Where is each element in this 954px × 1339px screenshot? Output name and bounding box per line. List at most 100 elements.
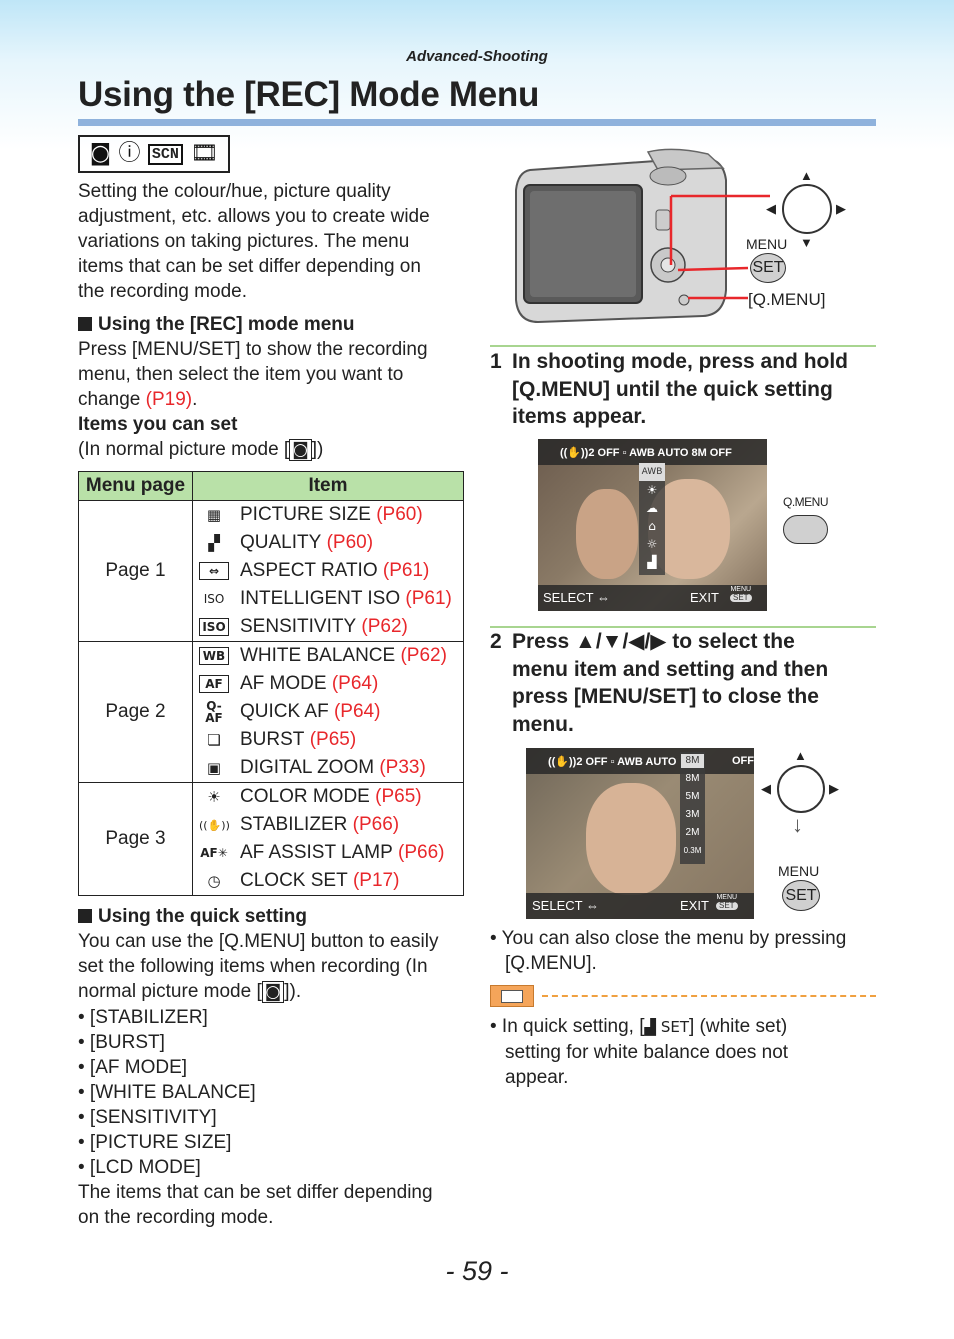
menu-item: AF✳AF ASSIST LAMP (P66) xyxy=(200,842,445,863)
menu-item: ▞QUALITY (P60) xyxy=(193,529,463,557)
intelligent-auto-icon: ⓘ xyxy=(118,141,141,166)
menu-item: ❏BURST (P65) xyxy=(193,726,463,754)
sensitivity-icon: ISO xyxy=(199,618,229,636)
picture-size-options: 8M 8M 5M 3M 2M 0.3M xyxy=(680,752,705,864)
clock-icon: ◷ xyxy=(207,871,221,890)
table-row: Page 3 ☀COLOR MODE (P65) ((✋))STABILIZER… xyxy=(78,782,464,896)
step-divider xyxy=(490,345,876,347)
camera-drawing xyxy=(515,148,770,324)
list-item: • [AF MODE] xyxy=(78,1057,188,1078)
screen-status-bar: ((✋))2 OFF ▫ AWB AUTO xyxy=(526,748,754,774)
list-item: • [SENSITIVITY] xyxy=(78,1107,217,1128)
exit-label: EXIT xyxy=(690,590,719,605)
qmenu-button-icon xyxy=(783,515,828,544)
step-text: menu. xyxy=(512,712,574,736)
white-balance-icon: WB xyxy=(199,647,229,665)
stabilizer-icon: ((✋)) xyxy=(199,818,230,832)
size-option: 0.3M xyxy=(683,846,702,855)
quick-af-icon: Q-AF xyxy=(205,699,223,725)
menu-item: ◷CLOCK SET (P17) xyxy=(193,867,463,895)
arrow-down-icon: ↓ xyxy=(792,812,803,837)
wb-custom-icon: ▟ xyxy=(647,555,657,569)
square-bullet-icon xyxy=(78,317,92,331)
wb-sun-icon: ☀ xyxy=(646,483,658,497)
quick-setting-heading: Using the quick setting xyxy=(78,904,470,929)
dpad-icon xyxy=(777,765,825,813)
note-text: • You can also close the menu by pressin… xyxy=(490,928,847,949)
step-text: Press ▲/▼/◀/▶ to select the xyxy=(512,630,795,653)
af-mode-icon: AF xyxy=(199,675,229,693)
step-text: items appear. xyxy=(512,405,647,428)
table-row: Page 1 ▦PICTURE SIZE (P60) ▞QUALITY (P60… xyxy=(78,500,464,642)
aspect-ratio-icon: ⇔ xyxy=(199,562,229,580)
burst-icon: ❏ xyxy=(207,730,221,749)
note-text: • In quick setting, [▟ SET] (white set) xyxy=(490,1016,788,1037)
white-set-note: • In quick setting, [▟ SET] (white set) … xyxy=(490,1014,882,1090)
arrow-up-icon: ▲ xyxy=(800,168,813,183)
mode-icons: ◙ ⓘ SCN 🎞︎ xyxy=(78,135,230,173)
intro-line: Setting the colour/hue, picture quality xyxy=(78,181,391,202)
camera-icon: ◙ xyxy=(289,439,312,461)
page-title: Using the [REC] Mode Menu xyxy=(78,75,540,114)
list-item: • [PICTURE SIZE] xyxy=(78,1132,232,1153)
rec-menu-text: menu, then select the item you want to xyxy=(78,364,404,385)
rec-menu-heading: Using the [REC] mode menu xyxy=(78,312,468,337)
wb-bulb-icon: ☼ xyxy=(646,537,658,551)
quick-text: on the recording mode. xyxy=(78,1207,274,1228)
note-text: [Q.MENU]. xyxy=(505,953,597,974)
title-rule xyxy=(78,119,876,126)
qmenu-label: [Q.MENU] xyxy=(748,290,826,309)
menu-item: ☀COLOR MODE (P65) xyxy=(193,783,463,811)
size-option: 3M xyxy=(685,809,700,820)
rec-menu-text: Press [MENU/SET] to show the recording xyxy=(78,339,428,360)
intro-line: adjustment, etc. allows you to create wi… xyxy=(78,206,430,227)
movie-icon: 🎞︎ xyxy=(190,141,219,166)
size-option: 8M xyxy=(685,773,700,784)
picture-size-icon: ▦ xyxy=(206,505,222,524)
step-text: In shooting mode, press and hold xyxy=(512,350,849,373)
quick-text: normal picture mode [◙]). xyxy=(78,981,302,1003)
page-number: - 59 - xyxy=(445,1256,509,1286)
quick-menu-screen: ((✋))2 OFF ▫ AWB AUTO 8M OFF AWB ☀ ☁ ⌂ ☼… xyxy=(538,439,767,611)
camera-icon: ◙ xyxy=(89,141,112,166)
arrow-left-icon: ◀ xyxy=(761,781,771,796)
exit-label: EXIT xyxy=(680,898,709,913)
dpad-icon xyxy=(782,184,832,234)
screen-bottom-bar xyxy=(538,585,767,611)
white-set-icon: ▟ SET xyxy=(644,1018,689,1036)
size-option: 5M xyxy=(685,791,700,802)
step-text: menu item and setting and then xyxy=(512,657,829,681)
list-item: • [LCD MODE] xyxy=(78,1157,201,1178)
camera-illustration: ▲ ▼ ◀ ▶ MENU SET [Q.MENU] xyxy=(508,140,878,340)
menu-item: ⇔ASPECT RATIO (P61) xyxy=(193,557,463,585)
wb-shade-icon: ⌂ xyxy=(648,519,656,533)
qmenu-button-label: Q.MENU xyxy=(783,495,829,509)
arrow-left-icon: ◀ xyxy=(766,201,776,216)
set-button-icon: SET xyxy=(750,253,786,283)
list-item: • [STABILIZER] xyxy=(78,1007,208,1028)
step-2: 2 Press ▲/▼/◀/▶ to select the menu item … xyxy=(490,628,882,738)
portrait-face xyxy=(586,783,676,895)
rec-menu-text: change (P19). xyxy=(78,389,198,410)
quick-setting-section: Using the quick setting You can use the … xyxy=(78,904,470,1230)
column-header: Menu page xyxy=(78,471,193,501)
select-label: SELECT ⇔ xyxy=(543,590,610,605)
step-divider xyxy=(490,626,876,628)
wb-awb-icon: AWB xyxy=(639,463,665,481)
page-label: Page 3 xyxy=(78,782,193,896)
intro-paragraph: Setting the colour/hue, picture quality … xyxy=(78,179,468,304)
rec-menu-section: Using the [REC] mode menu Press [MENU/SE… xyxy=(78,312,468,463)
digital-zoom-icon: ▣ xyxy=(206,758,222,777)
menu-item: ((✋))STABILIZER (P66) xyxy=(199,814,400,835)
size-off-label: OFF xyxy=(732,755,754,767)
camera-icon: ◙ xyxy=(261,981,285,1003)
note-book-icon xyxy=(490,985,534,1007)
intro-line: items that can be set differ depending o… xyxy=(78,256,421,277)
menu-item: ▣DIGITAL ZOOM (P33) xyxy=(193,754,463,782)
af-assist-lamp-icon: AF✳ xyxy=(200,846,228,860)
